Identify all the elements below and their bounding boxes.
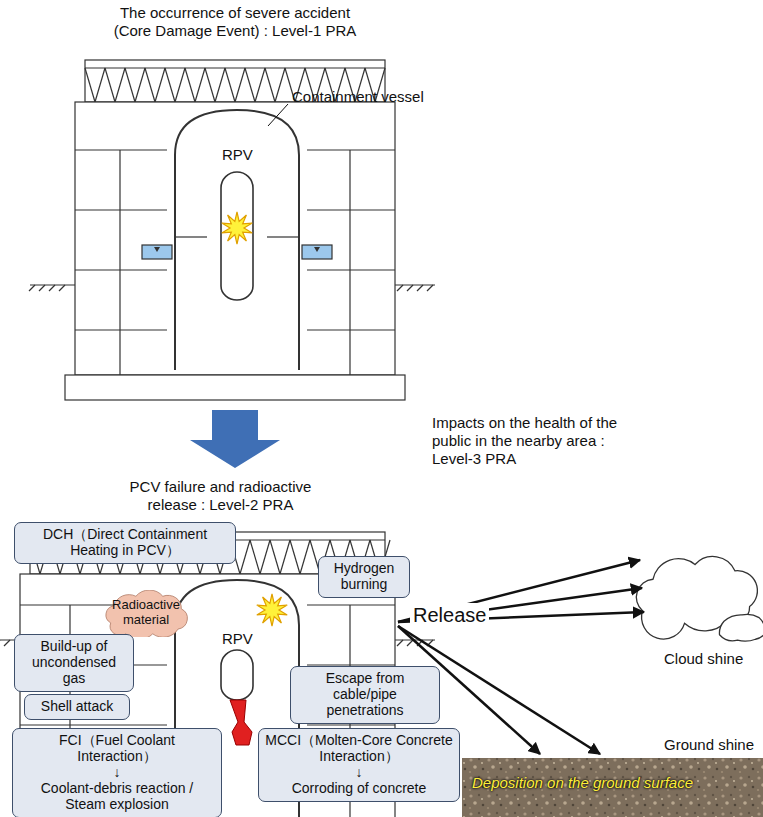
effect-label: Cloud shine (664, 650, 743, 668)
box-text: Escape from cable/pipe penetrations (297, 670, 433, 718)
arrow-mark: ↓ (19, 764, 215, 780)
part-label: RPV (222, 630, 253, 648)
box-text: Build-up of uncondensed gas (21, 638, 127, 686)
ground-surface (462, 758, 763, 817)
box-text: Shell attack (31, 698, 123, 714)
event-box: Shell attack (24, 694, 130, 720)
reactor-building (29, 60, 435, 400)
box-text: DCH（Direct Containment Heating in PCV） (21, 526, 229, 558)
part-label: Containment vessel (292, 88, 424, 106)
level-heading: Impacts on the health of the public in t… (432, 414, 647, 468)
event-box: MCCI（Molten-Core Concrete Interaction）↓C… (258, 728, 460, 802)
explosion-symbol (257, 594, 287, 626)
molten-debris (230, 700, 252, 745)
effect-label: Ground shine (664, 736, 754, 754)
level-heading: PCV failure and radioactive release : Le… (108, 478, 333, 514)
explosion-symbol (222, 212, 252, 244)
box-heading: MCCI（Molten-Core Concrete Interaction） (265, 732, 453, 764)
ground-label: Deposition on the ground surface (472, 774, 693, 792)
flow-arrow (190, 410, 280, 468)
event-box: FCI（Fuel Coolant Interaction）↓Coolant-de… (12, 728, 222, 817)
level-heading: The occurrence of severe accident (Core … (100, 4, 370, 40)
part-label: RPV (222, 146, 253, 164)
material-cloud: Radioactive material (104, 590, 188, 637)
event-box: Hydrogen burning (318, 556, 410, 598)
box-body: Coolant-debris reaction / Steam explosio… (19, 780, 215, 812)
box-body: Corroding of concrete (265, 780, 453, 796)
event-box: Escape from cable/pipe penetrations (290, 666, 440, 724)
cloud-shape (719, 614, 763, 641)
arrow-mark: ↓ (265, 764, 453, 780)
box-heading: FCI（Fuel Coolant Interaction） (19, 732, 215, 764)
leader-line (268, 104, 288, 126)
event-box: Build-up of uncondensed gas (14, 634, 134, 692)
flow-label: Release (410, 603, 489, 627)
event-box: DCH（Direct Containment Heating in PCV） (14, 522, 236, 564)
box-text: Radioactive material (110, 598, 182, 628)
box-text: Hydrogen burning (325, 560, 403, 592)
